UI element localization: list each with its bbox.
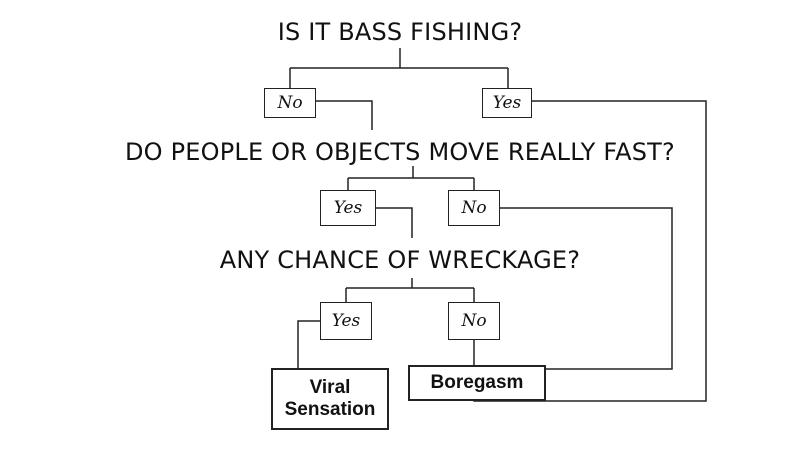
result-viral-sensation: Viral Sensation bbox=[271, 368, 389, 430]
result-boregasm: Boregasm bbox=[408, 365, 546, 401]
answer-q2-yes: Yes bbox=[320, 190, 376, 226]
answer-q2-no: No bbox=[448, 190, 500, 226]
question-wreckage: ANY CHANCE OF WRECKAGE? bbox=[219, 246, 581, 274]
question-bass-fishing: IS IT BASS FISHING? bbox=[277, 18, 523, 46]
answer-q1-no: No bbox=[264, 88, 316, 118]
answer-q1-yes: Yes bbox=[482, 88, 532, 118]
answer-q3-no: No bbox=[448, 302, 500, 340]
answer-q3-yes: Yes bbox=[320, 302, 372, 340]
question-move-fast: DO PEOPLE OR OBJECTS MOVE REALLY FAST? bbox=[125, 138, 675, 166]
